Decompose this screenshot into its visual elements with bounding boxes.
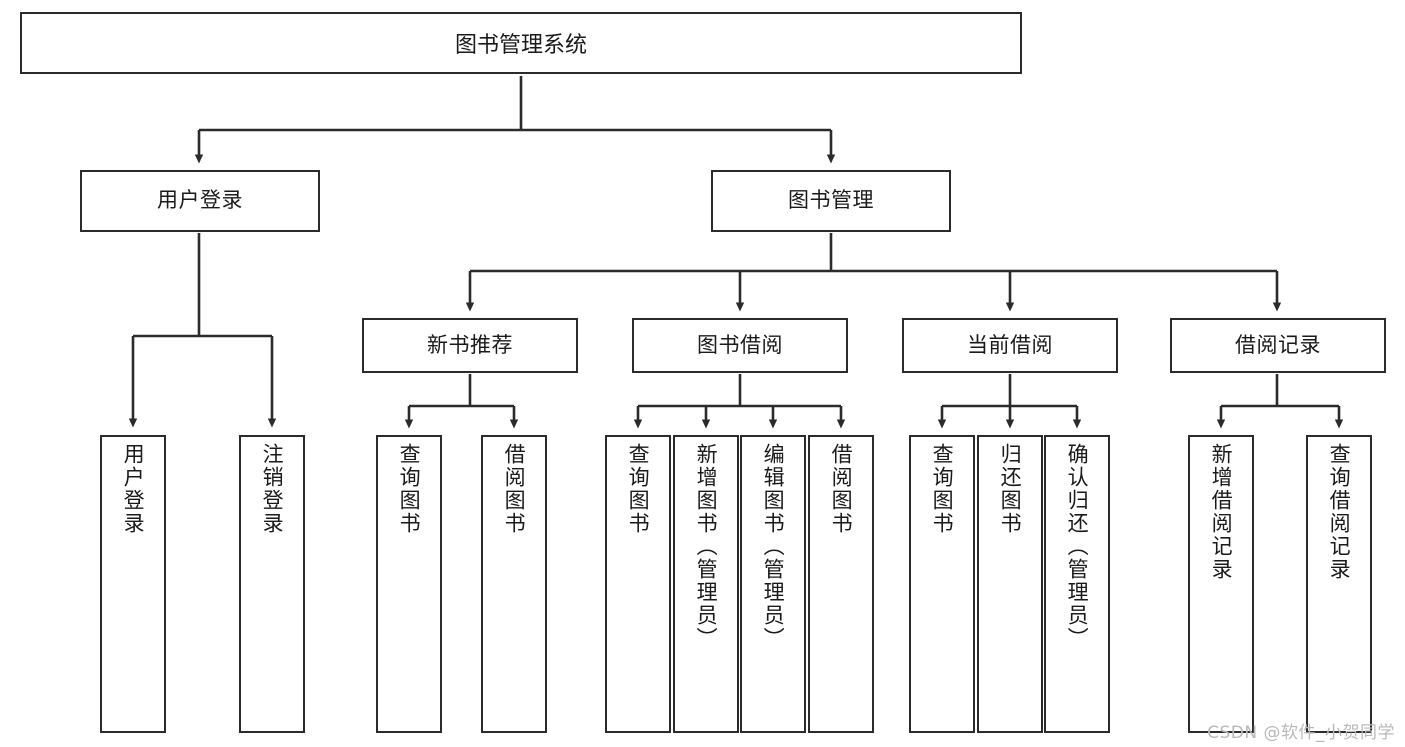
- leaf-new-book-borrow[interactable]: 借阅图书: [481, 435, 547, 733]
- node-label: 新书推荐: [427, 332, 513, 357]
- leaf-book-borrow-borrow[interactable]: 借阅图书: [808, 435, 874, 733]
- node-new-book-recommend[interactable]: 新书推荐: [362, 318, 578, 373]
- leaf-borrow-record-query[interactable]: 查询借阅记录: [1306, 435, 1372, 733]
- leaf-book-borrow-edit[interactable]: 编辑图书（管理员）: [740, 435, 806, 733]
- leaf-book-borrow-add[interactable]: 新增图书（管理员）: [673, 435, 739, 733]
- node-user-login[interactable]: 用户登录: [80, 170, 320, 232]
- node-book-borrow[interactable]: 图书借阅: [632, 318, 848, 373]
- node-book-management[interactable]: 图书管理: [711, 170, 951, 232]
- node-label: 图书管理系统: [454, 33, 587, 58]
- node-borrow-record[interactable]: 借阅记录: [1170, 318, 1386, 373]
- node-root-system[interactable]: 图书管理系统: [20, 12, 1022, 74]
- node-label: 新增借阅记录: [1209, 443, 1234, 581]
- leaf-current-borrow-confirm-return[interactable]: 确认归还（管理员）: [1044, 435, 1110, 733]
- node-label: 归还图书: [998, 443, 1023, 535]
- leaf-current-borrow-return[interactable]: 归还图书: [977, 435, 1043, 733]
- node-label: 当前借阅: [967, 332, 1053, 357]
- node-label: 借阅图书: [829, 443, 854, 535]
- leaf-user-login-logout[interactable]: 注销登录: [239, 435, 305, 733]
- node-label: 查询图书: [930, 443, 955, 535]
- node-label: 编辑图书（管理员）: [761, 443, 786, 650]
- node-label: 查询图书: [397, 443, 422, 535]
- node-current-borrow[interactable]: 当前借阅: [902, 318, 1118, 373]
- leaf-current-borrow-query[interactable]: 查询图书: [909, 435, 975, 733]
- node-label: 新增图书（管理员）: [694, 443, 719, 650]
- leaf-new-book-query[interactable]: 查询图书: [376, 435, 442, 733]
- node-label: 借阅图书: [502, 443, 527, 535]
- node-label: 注销登录: [260, 443, 285, 535]
- node-label: 用户登录: [157, 188, 243, 213]
- leaf-book-borrow-query[interactable]: 查询图书: [605, 435, 671, 733]
- node-label: 图书管理: [788, 188, 874, 213]
- node-label: 借阅记录: [1235, 332, 1321, 357]
- leaf-user-login-login[interactable]: 用户登录: [100, 435, 166, 733]
- node-label: 用户登录: [121, 443, 146, 535]
- node-label: 查询借阅记录: [1327, 443, 1352, 581]
- leaf-borrow-record-add[interactable]: 新增借阅记录: [1188, 435, 1254, 733]
- node-label: 确认归还（管理员）: [1065, 443, 1090, 650]
- node-label: 图书借阅: [697, 332, 783, 357]
- node-label: 查询图书: [626, 443, 651, 535]
- csdn-watermark: CSDN @软件_小贺同学: [1207, 723, 1395, 743]
